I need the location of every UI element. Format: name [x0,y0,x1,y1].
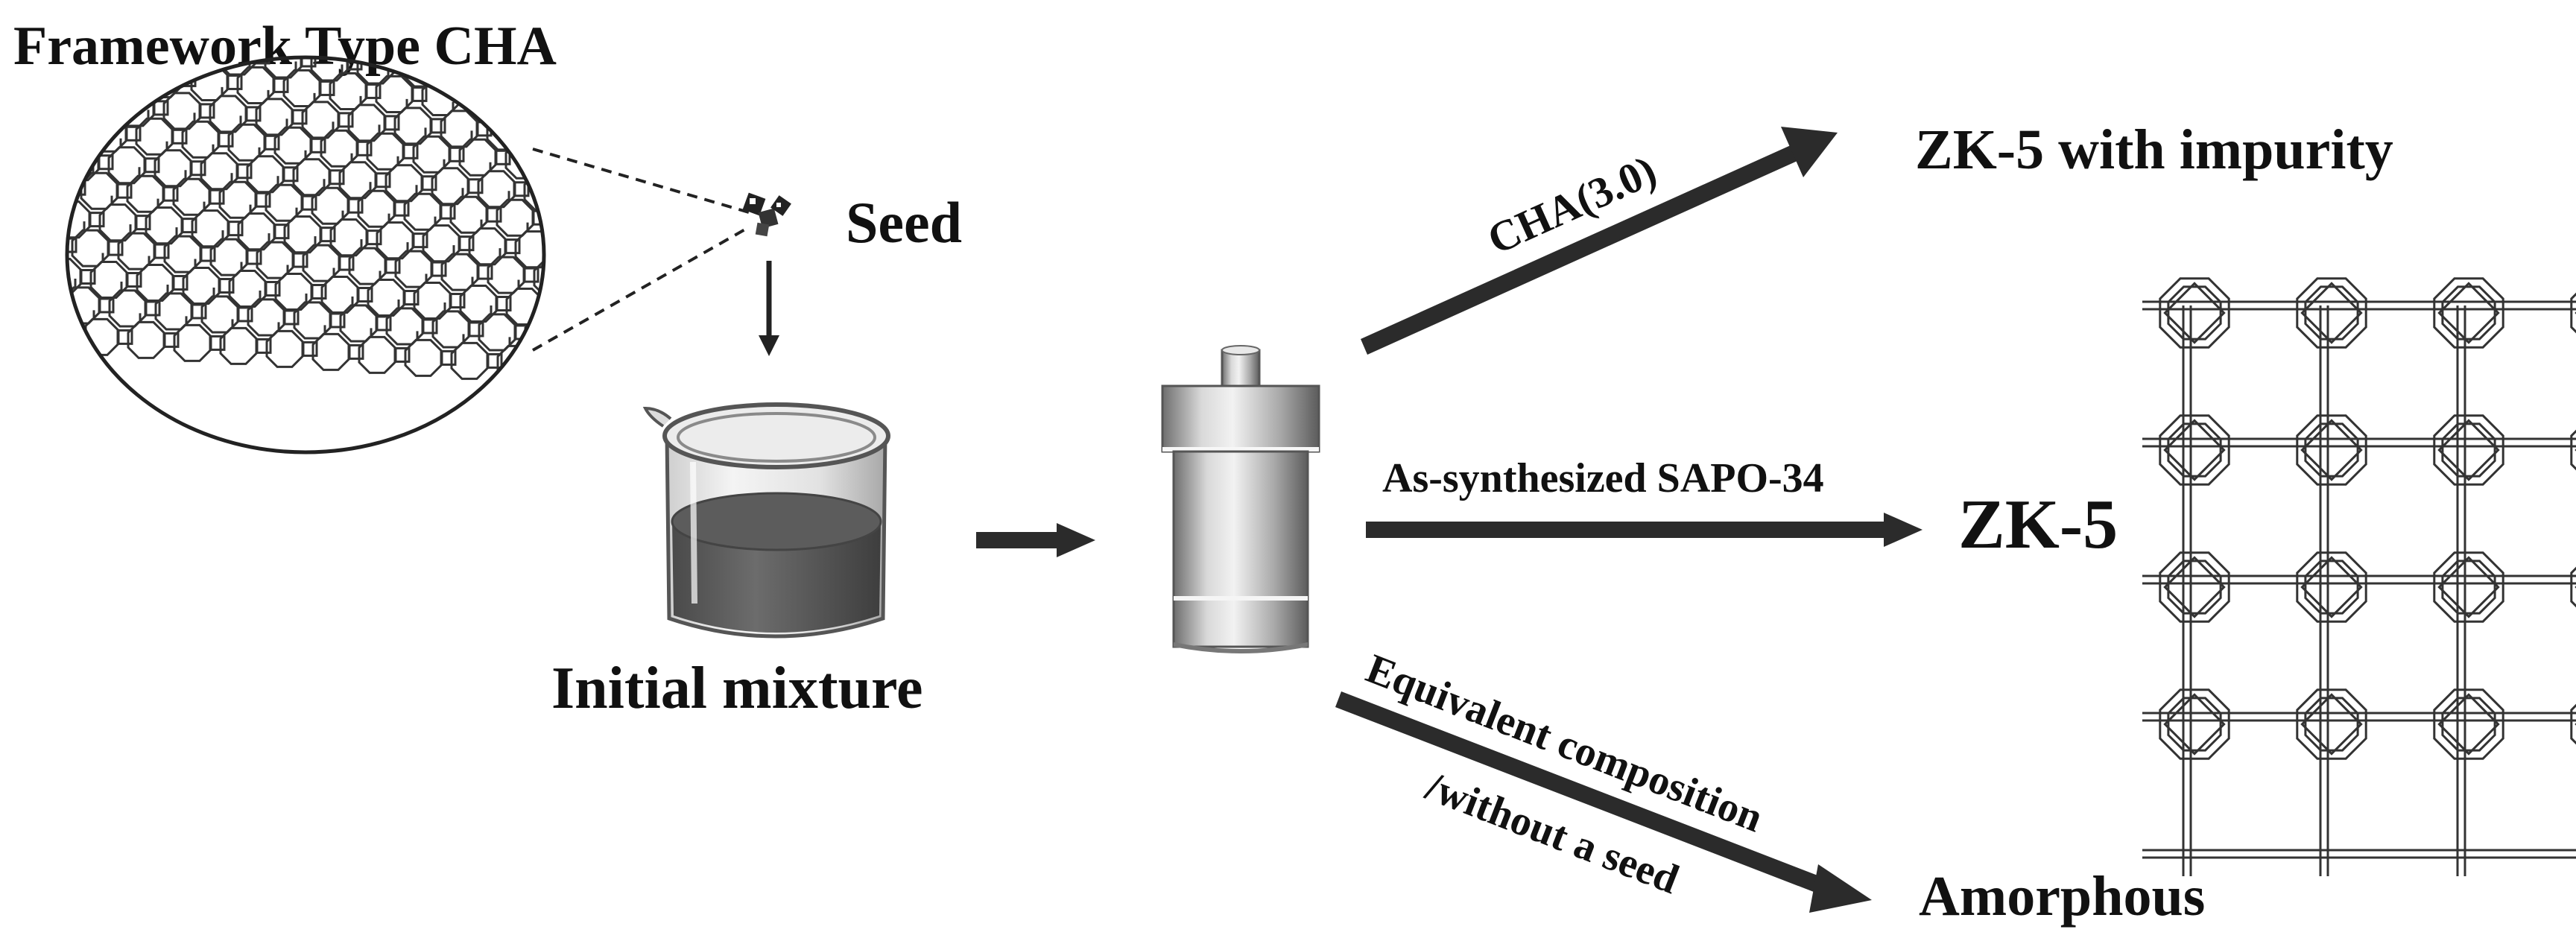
arrow-route-bottom [1335,691,1872,913]
zk5-framework-icon [2142,277,2576,876]
seed-label: Seed [846,190,962,255]
product-bottom-label: Amorphous [1919,865,2205,928]
diagram-title: Framework Type CHA [13,16,557,77]
down-arrow [759,261,779,356]
beaker-icon [642,402,890,639]
product-top-label: ZK-5 with impurity [1915,118,2393,181]
initial-mixture-label: Initial mixture [551,656,923,721]
route-bottom-label-1: Equivalent composition [1360,645,1769,841]
route-middle-label: As-synthesized SAPO-34 [1382,455,1824,501]
autoclave-icon [1161,345,1320,653]
arrow-route-top [1361,127,1838,355]
arrow-to-autoclave [976,523,1095,557]
arrow-route-middle [1366,513,1922,547]
product-middle-label: ZK-5 [1958,486,2118,563]
zoom-lines [532,148,750,352]
seed-crystals-icon [742,192,791,237]
